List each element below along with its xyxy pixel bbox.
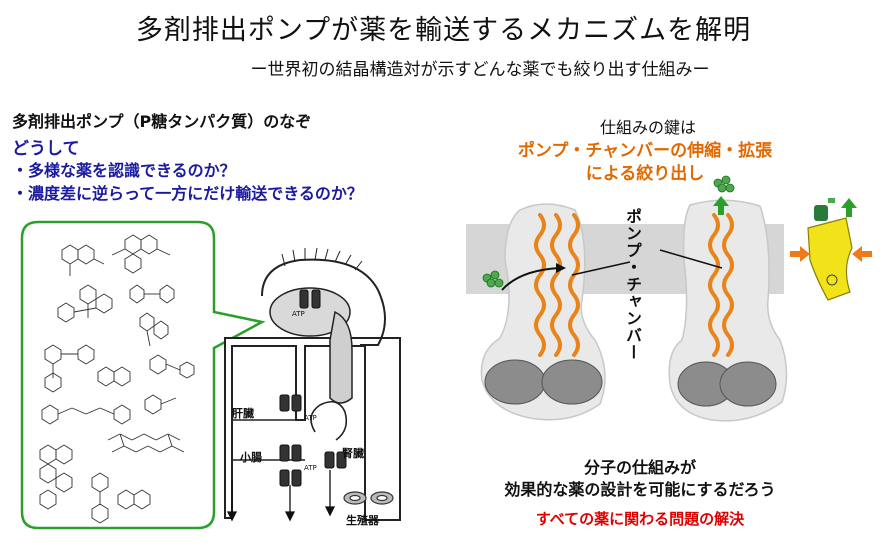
reproductive-organ-icon	[343, 491, 394, 505]
label-kidney: 腎臓	[342, 447, 364, 460]
label-small-intestine: 小腸	[240, 451, 262, 464]
squeeze-tube-icon	[807, 198, 853, 301]
entry-arrow-head	[556, 263, 566, 273]
speech-bubble	[20, 220, 266, 530]
question-line-why: どうして	[12, 139, 80, 159]
conclusion-line-1: 分子の仕組みが	[583, 458, 696, 477]
flow-arrows	[226, 470, 336, 522]
key-line-2: による絞り出し	[585, 164, 705, 184]
label-reproductive-organs: 生殖器	[346, 514, 379, 527]
page-title: 多剤排出ポンプが薬を輸送するメカニズムを解明	[135, 15, 752, 46]
tube-arrow-green	[841, 198, 857, 217]
key-label: 仕組みの鍵は	[600, 118, 697, 137]
chemical-structures	[39, 234, 195, 524]
key-line-1: ポンプ・チャンバーの伸縮・拡張	[517, 141, 773, 161]
conclusion-line-2: 効果的な薬の設計を可能にするだろう	[504, 480, 776, 499]
transmembrane-helices	[534, 213, 734, 357]
label-liver: 肝臓	[232, 407, 254, 420]
entry-arrow	[501, 267, 561, 291]
label-atp-liver: ATP	[304, 414, 317, 422]
drug-molecule-icon-left	[482, 270, 504, 288]
page-subtitle: ー世界初の結晶構造対が示すどんな薬でも絞り出す仕組みー	[250, 60, 710, 80]
transporter-icons	[279, 289, 347, 487]
question-heading: 多剤排出ポンプ（P糖タンパク質）のなぞ	[12, 112, 312, 131]
label-atp-head: ATP	[292, 310, 305, 318]
squeeze-arrows-orange	[790, 246, 872, 262]
chamber-pointer-left	[571, 261, 631, 276]
nucleotide-binding-domains	[484, 359, 777, 407]
question-line-recognition: ・多様な薬を認識できるのか？	[12, 161, 236, 180]
label-atp-intestine: ATP	[304, 464, 317, 472]
exit-arrow-up	[713, 196, 729, 215]
head-hair-lines	[281, 247, 363, 271]
question-line-transport: ・濃度差に逆らって一方にだけ輸送できるのか？	[12, 184, 363, 203]
chamber-pointer-right	[659, 249, 723, 269]
pump-chamber-label: ポンプ・チャンバー	[623, 208, 642, 361]
conclusion-line-3: すべての薬に関わる問題の解決	[535, 510, 745, 528]
drug-molecule-icon-top	[713, 175, 735, 193]
